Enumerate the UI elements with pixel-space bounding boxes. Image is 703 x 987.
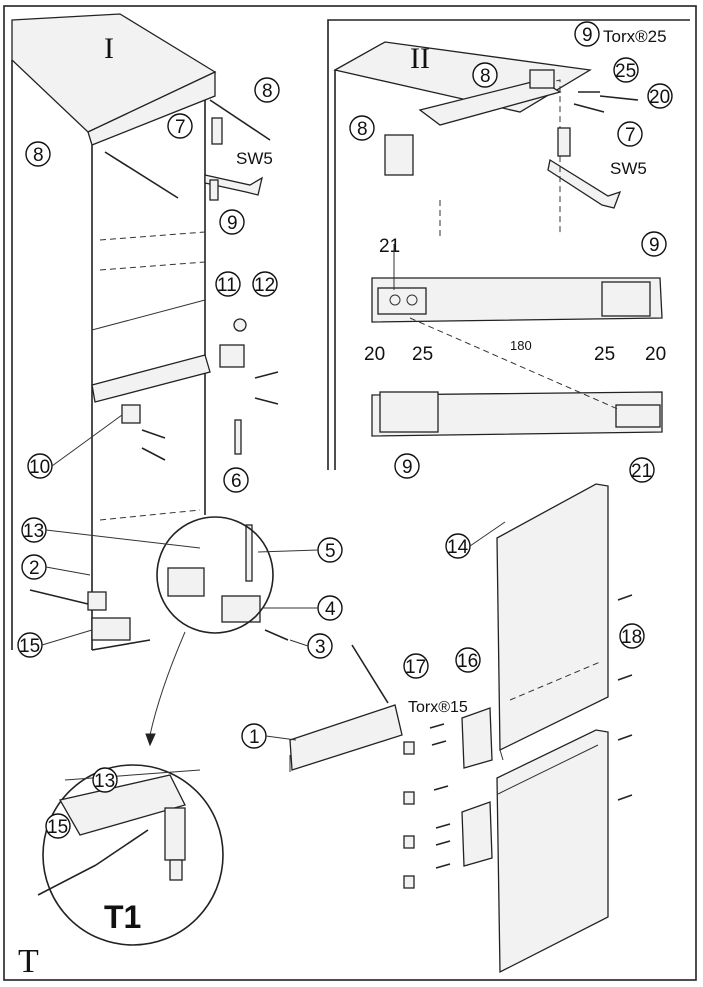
section-ii-top [333, 41, 639, 470]
callout-2: 2 [29, 558, 40, 579]
callout-13: 13 [23, 521, 44, 542]
label-torx-15: Torx®15 [408, 699, 468, 716]
callout-21: 21 [379, 236, 400, 257]
callout-9: 9 [582, 25, 593, 46]
callout-7: 7 [175, 117, 186, 138]
callout-15: 15 [19, 636, 40, 657]
callout-9: 9 [227, 213, 238, 234]
callout-9: 9 [402, 457, 413, 478]
detail-label-t1: T1 [104, 899, 141, 935]
detail-t1-parts [37, 769, 201, 896]
section-label-ii: II [410, 42, 430, 75]
wrench-sw5 [204, 174, 263, 196]
callout-15: 15 [47, 817, 68, 838]
callout-25: 25 [412, 344, 433, 365]
panel-ii-frame [327, 19, 690, 470]
callout-21: 21 [631, 461, 652, 482]
callout-20: 20 [364, 344, 385, 365]
magnifier-ring [156, 516, 274, 634]
label-sw5: SW5 [610, 159, 647, 178]
detail-t1-circle [42, 764, 224, 946]
corner-mark-t: T [18, 943, 39, 980]
callout-8: 8 [480, 66, 491, 87]
label-rotation-180: 180 [510, 338, 532, 353]
fridge-door-upper [496, 483, 609, 761]
label-sw5: SW5 [236, 149, 273, 168]
callout-4: 4 [325, 599, 336, 620]
callout-1: 1 [249, 727, 260, 748]
callout-13: 13 [94, 771, 115, 792]
callout-20: 20 [649, 87, 670, 108]
callout-3: 3 [315, 637, 326, 658]
plinth-panel [289, 644, 403, 772]
callout-labels: 8 7 8 9 11 12 10 6 13 5 2 4 15 3 1 13 15… [17, 21, 673, 839]
fridge-door-lower [496, 729, 609, 974]
callout-17: 17 [405, 657, 426, 678]
callout-8: 8 [33, 145, 44, 166]
label-torx-25: Torx®25 [603, 27, 667, 46]
callout-20: 20 [645, 344, 666, 365]
callout-14: 14 [447, 537, 469, 558]
diagram-frame [3, 5, 697, 981]
callout-11: 11 [217, 275, 237, 296]
callout-5: 5 [325, 541, 336, 562]
hinge-plates [371, 277, 663, 437]
callout-8: 8 [357, 119, 368, 140]
callout-10: 10 [29, 457, 50, 478]
callout-18: 18 [621, 627, 642, 648]
callout-8: 8 [262, 81, 273, 102]
callout-6: 6 [231, 471, 242, 492]
door-handles [461, 707, 493, 867]
callout-16: 16 [457, 651, 478, 672]
callout-25: 25 [615, 61, 636, 82]
callout-25: 25 [594, 344, 615, 365]
section-label-i: I [104, 32, 114, 65]
callout-9: 9 [649, 235, 660, 256]
callout-12: 12 [254, 275, 275, 296]
cabinet-section-i [11, 13, 217, 651]
callout-7: 7 [625, 125, 636, 146]
fixing-screws [403, 594, 633, 889]
